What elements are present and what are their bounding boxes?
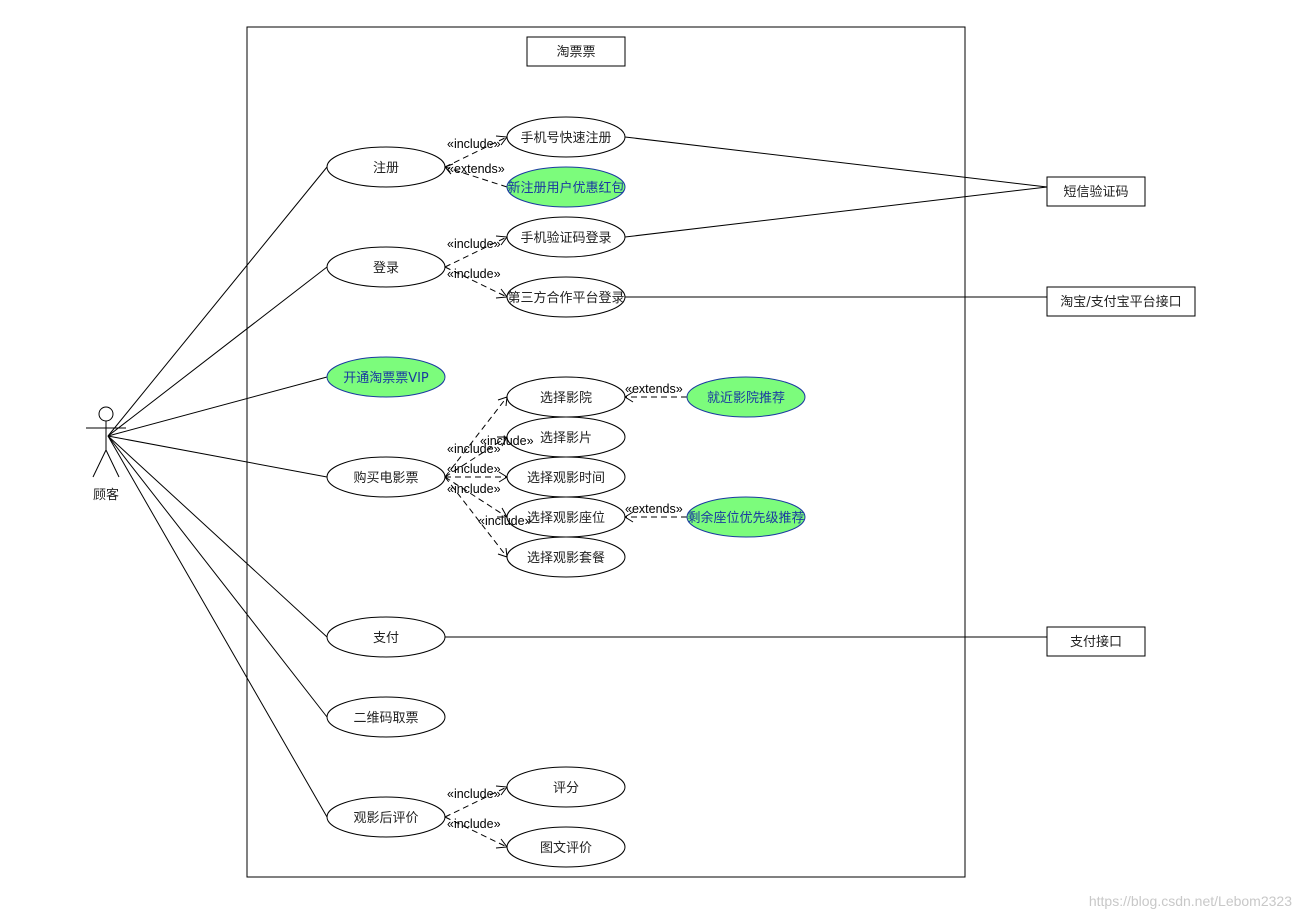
uc-remaining-seat-priority-label: 剩余座位优先级推荐 <box>687 510 804 526</box>
stereo-extends: «extends» <box>447 162 505 176</box>
system-title-box <box>526 36 626 67</box>
ext-sms-box <box>1046 176 1146 207</box>
dep-login-include-1 <box>444 236 508 268</box>
dep-review-include-text <box>444 816 508 848</box>
uc-pay-label: 支付 <box>373 631 399 646</box>
uc-nearby-cinema-label: 就近影院推荐 <box>707 391 785 406</box>
stereotype-labels: «include» «extends» «include» «include» … <box>447 137 683 831</box>
uc-open-vip-label: 开通淘票票VIP <box>343 371 429 386</box>
ext-payment-box <box>1046 626 1146 657</box>
stereo-include: «include» <box>447 137 501 151</box>
dep-arrowhead <box>497 396 508 407</box>
uc-post-review-label: 观影后评价 <box>353 811 418 826</box>
actor-right-leg <box>105 449 120 478</box>
uc-rating <box>506 766 626 808</box>
system-title: 淘票票 <box>556 45 595 60</box>
use-cases: 注册 手机号快速注册 新注册用户优惠红包 登录 手机验证码登录 第三方合作平台登… <box>326 116 806 868</box>
actor-left-leg <box>92 449 107 478</box>
uc-register <box>326 146 446 188</box>
assoc-pay <box>107 435 328 638</box>
uc-buy-ticket <box>326 456 446 498</box>
actor-head <box>98 406 114 422</box>
stereo-include: «include» <box>447 462 501 476</box>
uc-remaining-seat-priority <box>686 496 806 538</box>
uc-select-seat-label: 选择观影座位 <box>527 511 605 526</box>
uc-post-review <box>326 796 446 838</box>
uc-third-party-login <box>506 276 626 318</box>
uc-register-label: 注册 <box>373 161 399 176</box>
dep-buy-include-cinema <box>444 396 508 478</box>
dep-buy-include-movie <box>444 436 508 478</box>
uc-pay <box>326 616 446 658</box>
uc-phone-quick-register-label: 手机号快速注册 <box>520 131 611 146</box>
uc-nearby-cinema <box>686 376 806 418</box>
dep-login-include-2 <box>444 266 508 298</box>
uc-login <box>326 246 446 288</box>
assoc-buy-ticket <box>107 435 328 478</box>
assoc-qr-ticket <box>107 435 328 718</box>
stereo-include: «include» <box>447 237 501 251</box>
stereo-include: «include» <box>447 817 501 831</box>
assoc-phone-register-sms <box>624 136 1048 188</box>
uc-select-combo <box>506 536 626 578</box>
stereo-include: «include» <box>478 514 532 528</box>
stereo-include: «include» <box>447 787 501 801</box>
external-associations <box>445 136 1048 638</box>
ext-payment-label: 支付接口 <box>1070 634 1122 650</box>
stereo-extends: «extends» <box>625 382 683 396</box>
actor-associations <box>107 166 328 818</box>
assoc-phone-login-sms <box>624 186 1048 238</box>
dep-buy-include-seat <box>444 476 508 518</box>
stereo-include: «include» <box>447 442 501 456</box>
uc-text-image-review <box>506 826 626 868</box>
dep-register-extends <box>444 166 508 188</box>
uc-phone-code-login <box>506 216 626 258</box>
ext-sms-label: 短信验证码 <box>1063 184 1128 200</box>
uc-login-label: 登录 <box>373 261 399 276</box>
dep-review-include-rating <box>444 786 508 818</box>
system-boundary <box>246 26 966 878</box>
uc-select-combo-label: 选择观影套餐 <box>527 550 605 566</box>
assoc-login <box>107 266 328 437</box>
dep-buy-include-combo <box>444 476 508 558</box>
watermark: https://blog.csdn.net/Lebom2323 <box>1089 893 1292 909</box>
uc-buy-ticket-label: 购买电影票 <box>353 470 418 486</box>
dep-arrowhead <box>497 547 508 558</box>
uc-select-cinema-label: 选择影院 <box>540 391 592 406</box>
uc-third-party-login-label: 第三方合作平台登录 <box>507 290 624 306</box>
external-systems: 短信验证码 淘宝/支付宝平台接口 支付接口 <box>1046 176 1196 657</box>
stereo-include: «include» <box>447 267 501 281</box>
dep-arrowhead <box>495 288 508 299</box>
uc-qr-ticket-label: 二维码取票 <box>353 711 418 726</box>
uc-new-user-red-packet-label: 新注册用户优惠红包 <box>507 180 624 196</box>
uc-select-time-label: 选择观影时间 <box>527 471 605 486</box>
uc-phone-quick-register <box>506 116 626 158</box>
uc-text-image-review-label: 图文评价 <box>540 841 592 856</box>
actor-customer: 顾客 <box>86 406 126 503</box>
dep-arrowhead <box>495 838 508 849</box>
ext-taobao-alipay-label: 淘宝/支付宝平台接口 <box>1060 294 1181 310</box>
uc-qr-ticket <box>326 696 446 738</box>
uc-rating-label: 评分 <box>553 781 579 796</box>
assoc-register <box>107 166 328 437</box>
actor-label: 顾客 <box>93 487 119 503</box>
stereo-extends: «extends» <box>625 502 683 516</box>
assoc-open-vip <box>107 376 328 437</box>
dep-register-include <box>444 136 508 168</box>
uc-open-vip <box>326 356 446 398</box>
ext-taobao-alipay-box <box>1046 286 1196 317</box>
stereo-include: «include» <box>480 434 534 448</box>
uc-phone-code-login-label: 手机验证码登录 <box>520 230 611 246</box>
assoc-post-review <box>107 435 328 818</box>
uc-new-user-red-packet <box>506 166 626 208</box>
uc-select-movie-label: 选择影片 <box>540 431 592 446</box>
stereo-include: «include» <box>447 482 501 496</box>
